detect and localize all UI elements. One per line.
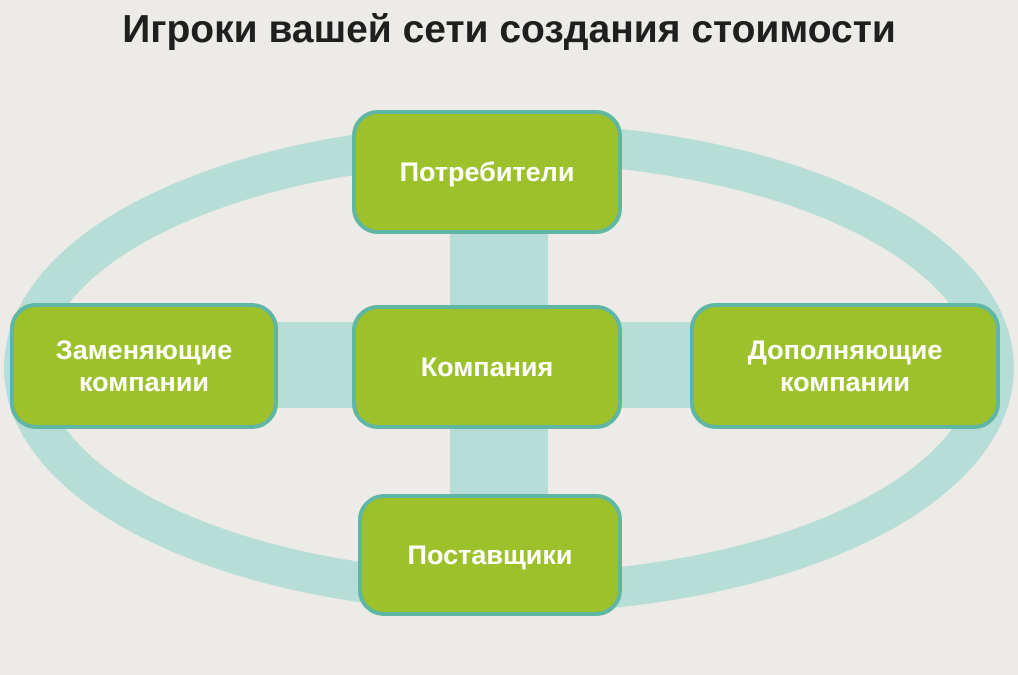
page-title: Игроки вашей сети создания стоимости [122, 8, 896, 51]
node-consumers: Потребители [352, 110, 622, 234]
node-suppliers: Поставщики [358, 494, 622, 616]
node-label: Поставщики [407, 540, 573, 570]
node-label: Потребители [399, 157, 575, 187]
node-company: Компания [352, 305, 622, 429]
node-label: Компания [420, 352, 554, 382]
